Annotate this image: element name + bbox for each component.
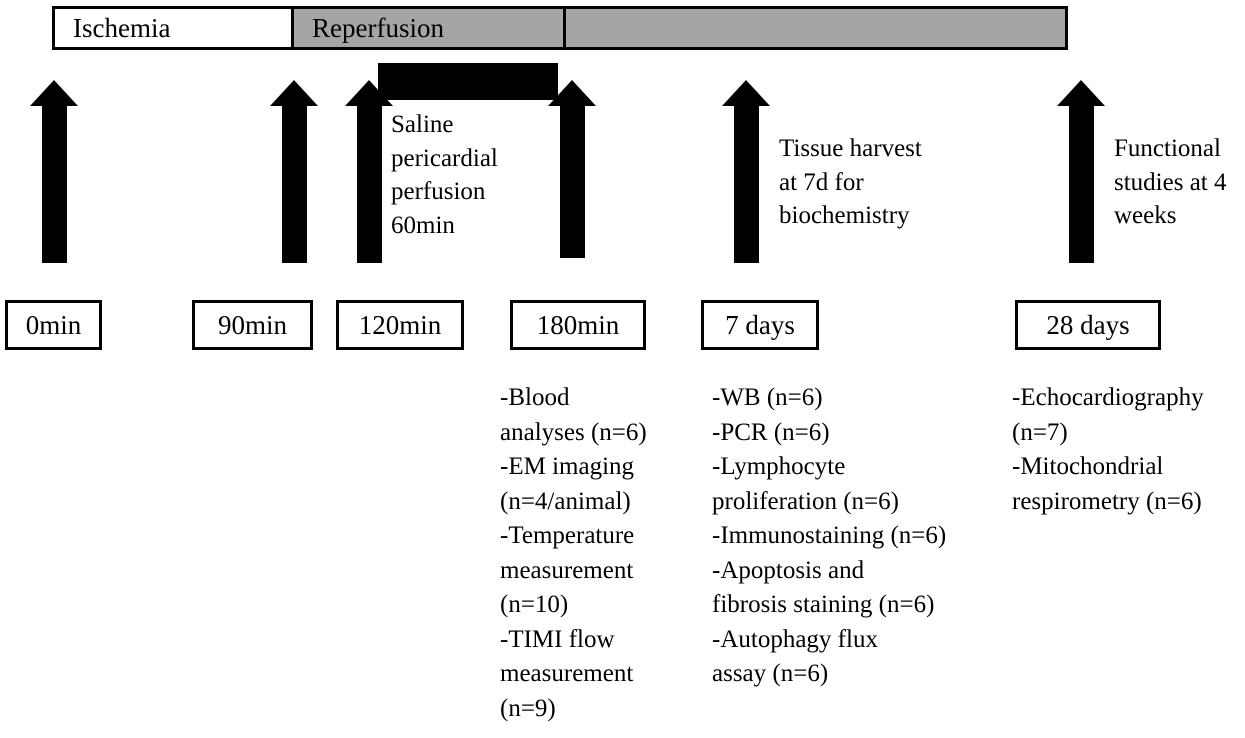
measurement-list-28days: -Echocardiography (n=7) -Mitochondrial r… <box>1012 381 1245 519</box>
measurement-item: -EM imaging (n=4/animal) <box>500 453 635 515</box>
measurement-item: -Mitochondrial respirometry (n=6) <box>1012 453 1202 515</box>
timepoint-label: 28 days <box>1046 309 1130 340</box>
arrow-7days <box>722 80 770 263</box>
arrow-28days <box>1057 80 1105 263</box>
timepoint-label: 90min <box>217 309 287 340</box>
phase-bar: Ischemia Reperfusion <box>52 6 1068 50</box>
measurement-list-180min: -Blood analyses (n=6) -EM imaging (n=4/a… <box>500 381 695 726</box>
phase-segment-ischemia: Ischemia <box>55 9 291 47</box>
arrow-shaft <box>281 106 307 263</box>
timepoint-box-28days[interactable]: 28 days <box>1015 300 1161 350</box>
annotation-saline-perfusion: Saline pericardial perfusion 60min <box>391 111 498 239</box>
arrow-180min <box>548 80 596 258</box>
annotation-tissue-harvest: Tissue harvest at 7d for biochemistry <box>779 135 922 229</box>
arrow-120min <box>345 80 393 263</box>
measurement-item: -Apoptosis and fibrosis staining (n=6) <box>712 556 935 619</box>
timepoint-label: 180min <box>536 309 620 340</box>
arrow-shaft <box>356 106 382 263</box>
arrow-head-icon <box>548 80 596 106</box>
annotation-functional-studies: Functional studies at 4 weeks <box>1114 135 1227 229</box>
arrow-shaft <box>1068 106 1094 263</box>
phase-label-ischemia: Ischemia <box>73 12 171 43</box>
measurement-item: -WB (n=6) <box>712 384 823 411</box>
timepoint-label: 7 days <box>725 309 795 340</box>
measurement-item: -Autophagy flux assay (n=6) <box>712 625 878 688</box>
measurement-item: -Blood analyses (n=6) <box>500 384 647 446</box>
arrow-head-icon <box>30 80 78 106</box>
saline-perfusion-bar <box>378 63 558 100</box>
measurement-item: -Echocardiography (n=7) <box>1012 384 1204 446</box>
phase-label-reperfusion: Reperfusion <box>312 12 444 43</box>
arrow-90min <box>270 80 318 263</box>
measurement-list-7days: -WB (n=6) -PCR (n=6) -Lymphocyte prolife… <box>712 381 1012 692</box>
measurement-item: -TIMI flow measurement (n=9) <box>500 625 634 722</box>
arrow-head-icon <box>270 80 318 106</box>
timepoint-box-120min[interactable]: 120min <box>336 300 464 350</box>
phase-segment-reperfusion: Reperfusion <box>291 9 563 47</box>
arrow-head-icon <box>722 80 770 106</box>
arrow-shaft <box>41 106 67 263</box>
timepoint-box-0min[interactable]: 0min <box>5 300 102 350</box>
timepoint-label: 0min <box>25 309 82 340</box>
arrow-shaft <box>559 106 585 258</box>
arrow-shaft <box>733 106 759 263</box>
timepoint-box-90min[interactable]: 90min <box>192 300 313 350</box>
measurement-item: -Immunostaining (n=6) <box>712 522 947 549</box>
arrow-0min <box>30 80 78 263</box>
timepoint-box-180min[interactable]: 180min <box>510 300 646 350</box>
timepoint-box-7days[interactable]: 7 days <box>701 300 819 350</box>
arrow-head-icon <box>1057 80 1105 106</box>
arrow-head-icon <box>345 80 393 106</box>
measurement-item: -PCR (n=6) <box>712 418 830 446</box>
phase-segment-followup <box>563 9 1065 47</box>
measurement-item: -Lymphocyte proliferation (n=6) <box>712 453 899 515</box>
measurement-item: -Temperature measurement (n=10) <box>500 522 635 618</box>
timepoint-label: 120min <box>358 309 442 340</box>
